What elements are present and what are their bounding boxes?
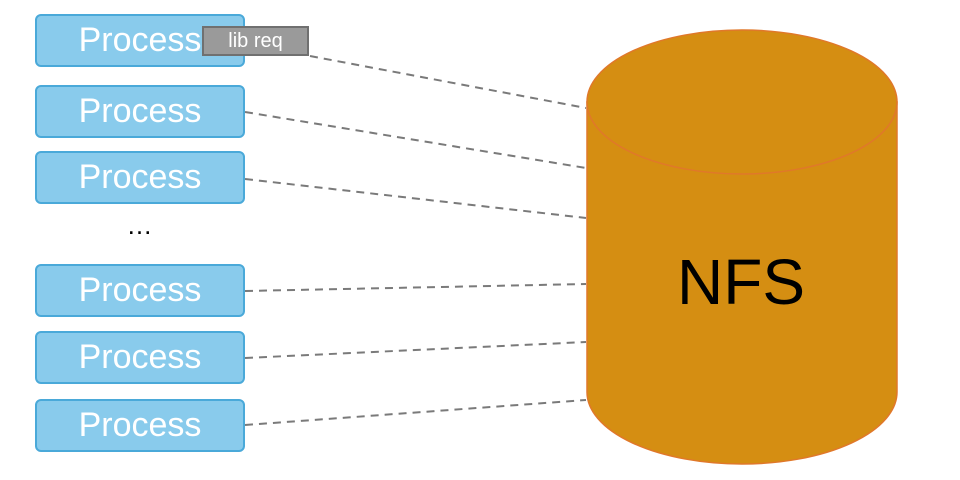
cylinder-body <box>586 101 898 465</box>
process-box-5: Process <box>35 331 245 384</box>
process-label: Process <box>78 338 202 376</box>
nfs-label: NFS <box>677 246 805 318</box>
connector-line-2 <box>244 111 587 169</box>
process-label: Process <box>78 92 202 130</box>
process-label: Process <box>78 158 202 196</box>
nfs-cylinder <box>586 29 898 465</box>
ellipsis: … <box>126 210 154 240</box>
process-box-1: Process <box>35 14 245 67</box>
process-box-4: Process <box>35 264 245 317</box>
process-label: Process <box>78 271 202 309</box>
connector-line-6 <box>244 399 587 426</box>
connector-line-1 <box>309 55 587 109</box>
lib-req-badge: lib req <box>202 26 309 56</box>
process-label: Process <box>78 21 202 59</box>
connector-line-5 <box>244 341 587 359</box>
process-label: Process <box>78 406 202 444</box>
connector-line-4 <box>244 283 587 292</box>
process-box-2: Process <box>35 85 245 138</box>
process-box-6: Process <box>35 399 245 452</box>
cylinder-top <box>586 29 898 175</box>
process-box-3: Process <box>35 151 245 204</box>
connector-line-3 <box>244 178 587 219</box>
